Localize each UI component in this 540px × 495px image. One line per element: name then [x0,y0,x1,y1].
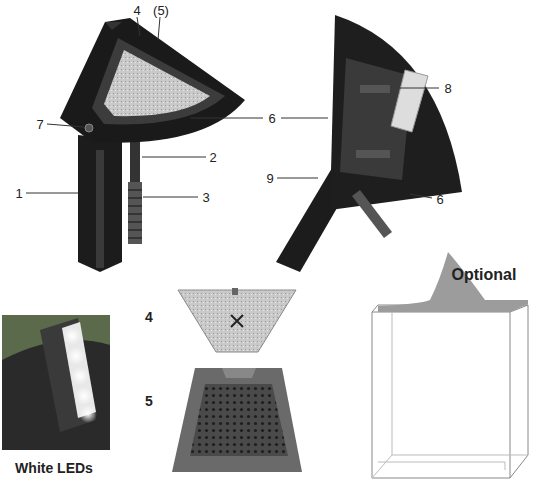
switch-button [85,124,93,132]
filter-tray [92,38,225,124]
callout-number: (5) [153,4,169,17]
corner-cover [378,300,528,312]
intake-tube [78,135,122,272]
callout-number: 4 [133,4,140,17]
filter-tray-part [172,368,302,472]
tank-base [378,462,505,470]
tray-tab [222,368,256,378]
led-bar [391,70,428,132]
pipe-ribs [128,190,142,238]
led-housing [40,318,96,432]
filter-pad-part [178,288,296,352]
filter-front-view [60,18,245,272]
filter-side-view [276,15,462,272]
part-number: 4 [145,310,153,324]
tank-front-edges [372,305,528,478]
filter-pad [178,290,296,352]
callout-number: 6 [268,112,275,125]
optional-label: Optional [452,267,517,283]
housing-notch [105,22,122,30]
tube-groove [96,150,104,268]
filter-housing [60,18,245,143]
aquarium-outline [372,305,528,478]
plate-rib [356,150,390,158]
callout-number: 6 [436,193,443,206]
inset-caption: White LEDs [15,461,93,475]
ribbed-pipe [352,190,392,238]
outlet-rod [130,138,140,183]
led-glow [63,327,97,423]
ribbed-pipe [128,182,142,244]
leader-lines [26,17,439,198]
plate-rib [360,85,390,93]
callout-number: 2 [209,151,216,164]
callout-number: 1 [15,187,22,200]
filter-housing [330,15,462,210]
led-inset [2,315,110,450]
inset-frame [2,315,110,450]
pad-tab [232,288,238,295]
callout-number: 8 [444,82,451,95]
tank-back-edges [372,305,528,478]
tray-grid [190,384,288,456]
callout-number: 7 [36,118,43,131]
filter-pad [104,50,210,116]
part-number: 5 [145,394,153,408]
tray-frame [172,368,302,472]
tank-edges [372,305,528,478]
pad-cross-mark [231,315,243,327]
led-bar [62,322,96,418]
callout-number: 3 [202,191,209,204]
callout-number: 9 [266,172,273,185]
